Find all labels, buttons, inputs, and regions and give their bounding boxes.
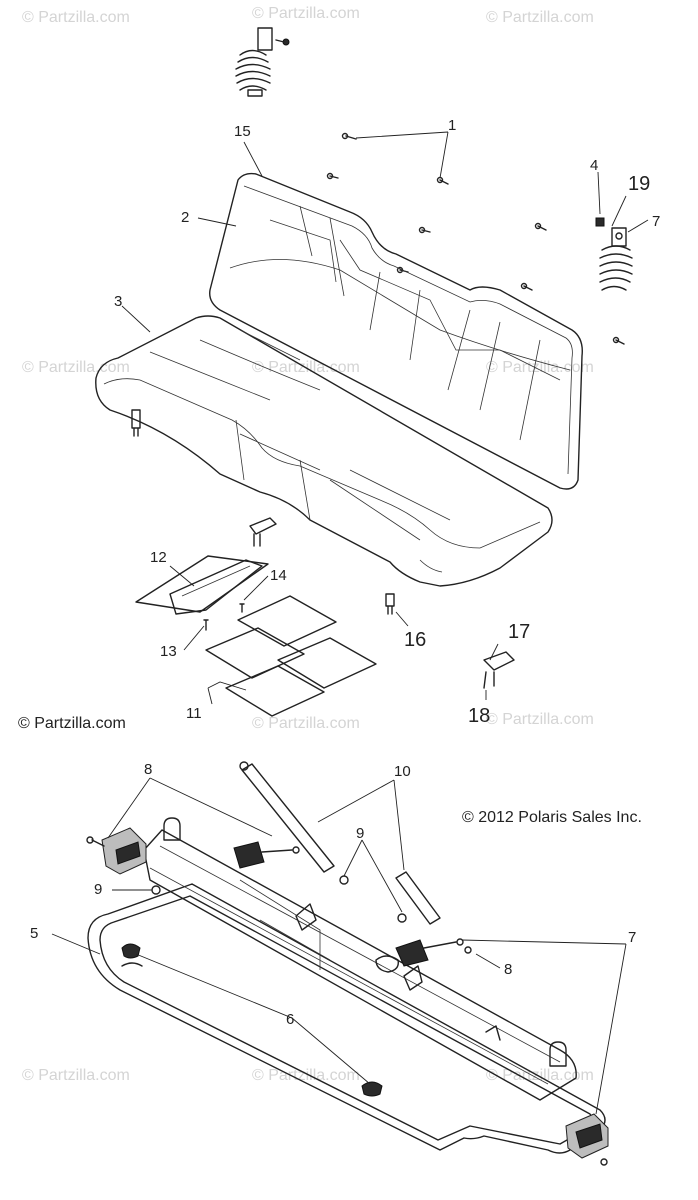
push-pins bbox=[131, 409, 395, 615]
callout-6: 6 bbox=[286, 1011, 294, 1028]
callout-13: 13 bbox=[160, 643, 177, 660]
watermark: © Partzilla.com bbox=[252, 1067, 360, 1084]
callout-14: 14 bbox=[270, 567, 287, 584]
watermark: © Partzilla.com bbox=[486, 711, 594, 728]
seat-belt-buckle-2 bbox=[395, 871, 464, 967]
seat-belt-left bbox=[86, 827, 147, 875]
seat-belt-buckle-1 bbox=[233, 761, 335, 873]
partzilla-copyright: © Partzilla.com bbox=[18, 715, 126, 732]
fasteners bbox=[326, 132, 625, 345]
callout-9-left: 9 bbox=[94, 881, 102, 898]
callout-2: 2 bbox=[181, 209, 189, 226]
watermark: © Partzilla.com bbox=[252, 715, 360, 732]
seat-frame bbox=[87, 883, 606, 1154]
callout-19: 19 bbox=[628, 173, 650, 195]
callout-7-bottom: 7 bbox=[628, 929, 636, 946]
bumpers bbox=[121, 943, 383, 1097]
callout-8-left: 8 bbox=[144, 761, 152, 778]
seat-back bbox=[209, 172, 583, 490]
seat-base-rail bbox=[143, 817, 577, 1101]
watermark: © Partzilla.com bbox=[22, 9, 130, 26]
callout-8-right: 8 bbox=[504, 961, 512, 978]
callout-15: 15 bbox=[234, 123, 251, 140]
callout-11: 11 bbox=[186, 705, 202, 722]
spring-right bbox=[595, 217, 633, 291]
watermark: © Partzilla.com bbox=[22, 1067, 130, 1084]
watermark: © Partzilla.com bbox=[252, 5, 360, 22]
watermark: © Partzilla.com bbox=[486, 359, 594, 376]
shield-plate bbox=[135, 555, 269, 631]
callout-18: 18 bbox=[468, 705, 490, 727]
callout-12: 12 bbox=[150, 549, 167, 566]
callout-17: 17 bbox=[508, 621, 530, 643]
bracket-17 bbox=[483, 651, 515, 689]
seat-belt-right bbox=[565, 1113, 609, 1166]
foam-pads bbox=[205, 595, 377, 717]
callout-16: 16 bbox=[404, 629, 426, 651]
watermark: © Partzilla.com bbox=[22, 359, 130, 376]
callout-1: 1 bbox=[448, 117, 456, 134]
callout-5: 5 bbox=[30, 925, 38, 942]
watermark-group: © Partzilla.com © Partzilla.com © Partzi… bbox=[22, 5, 594, 1084]
leader-lines bbox=[51, 131, 649, 1115]
polaris-copyright: © 2012 Polaris Sales Inc. bbox=[462, 809, 642, 826]
spring-top bbox=[235, 27, 290, 97]
seat-cushion bbox=[95, 315, 553, 587]
callout-7-top: 7 bbox=[652, 213, 660, 230]
watermark: © Partzilla.com bbox=[486, 9, 594, 26]
watermark: © Partzilla.com bbox=[486, 1067, 594, 1084]
callout-3: 3 bbox=[114, 293, 122, 310]
callout-labels: 1 2 3 4 5 6 7 7 8 8 9 9 10 11 12 13 14 1… bbox=[30, 117, 660, 1028]
callout-9-top: 9 bbox=[356, 825, 364, 842]
callout-10: 10 bbox=[394, 763, 411, 780]
callout-4: 4 bbox=[590, 157, 598, 174]
